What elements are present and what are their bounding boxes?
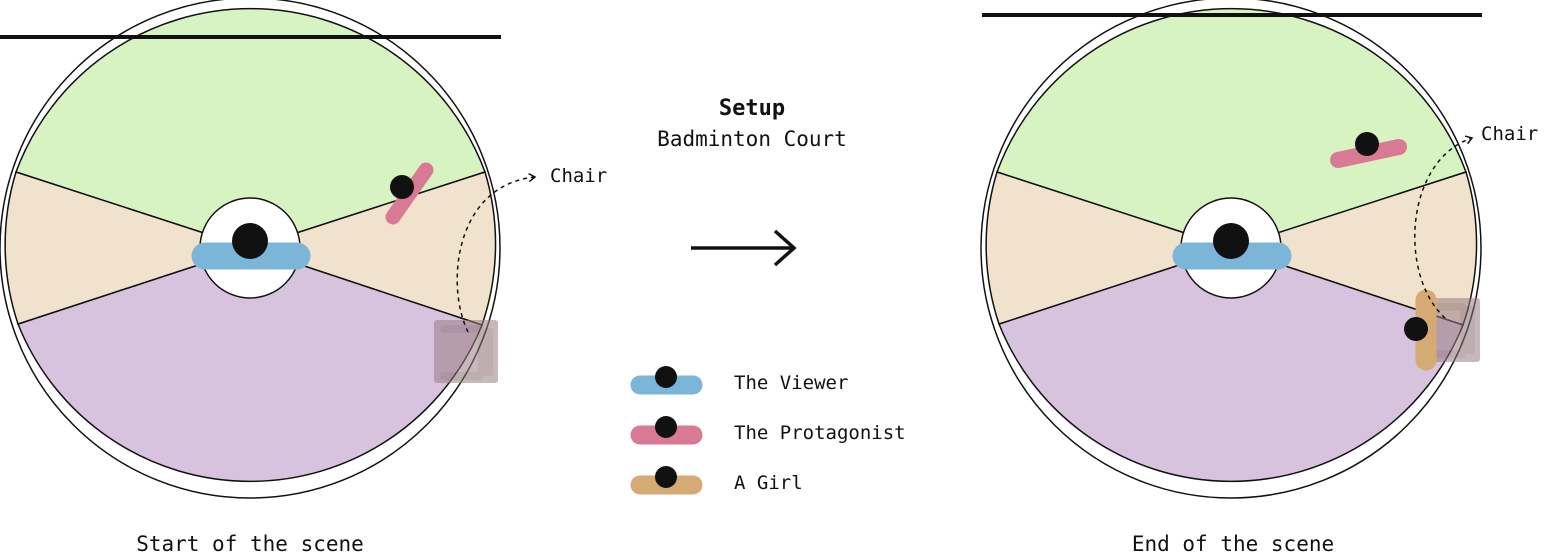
back-view-sector [17, 247, 483, 483]
end-scene-panel: Chair End of the scene [980, 0, 1538, 556]
legend-item-girl: A Girl [630, 466, 803, 495]
setup-subtitle: Badminton Court [657, 127, 847, 151]
setup-section: Setup Badminton Court [657, 96, 847, 151]
right-arrow-icon [691, 229, 797, 267]
view-circle [980, 0, 1482, 499]
viewer-head [232, 223, 268, 259]
viewer-legend-head [655, 366, 677, 388]
legend-item-viewer: The Viewer [630, 366, 848, 395]
legend-label-girl: A Girl [734, 472, 803, 494]
start-scene-panel: Chair Start of the scene [0, 0, 607, 556]
viewer-head [1213, 223, 1249, 259]
girl-legend-head [655, 466, 677, 488]
legend: The Viewer The Protagonist A Girl [630, 366, 906, 495]
view-circle [0, 0, 501, 499]
chair [434, 320, 498, 383]
chair-label: Chair [550, 165, 607, 187]
back-view-sector [998, 247, 1464, 483]
right-side-sector [247, 171, 497, 326]
girl-head [1404, 317, 1428, 341]
protagonist-legend-head [655, 416, 677, 438]
front-view-sector [15, 7, 486, 249]
legend-label-protagonist: The Protagonist [734, 422, 906, 444]
left-side-sector [985, 171, 1234, 325]
legend-label-viewer: The Viewer [734, 372, 848, 394]
chair-pointer-arrow [456, 172, 537, 333]
start-caption: Start of the scene [136, 532, 364, 556]
protagonist-head [390, 175, 414, 199]
protagonist-head [1355, 132, 1379, 156]
legend-item-protagonist: The Protagonist [630, 416, 906, 445]
chair-pointer-arrow [1414, 135, 1474, 319]
front-view-sector [996, 7, 1467, 249]
left-side-sector [4, 171, 253, 325]
setup-title: Setup [719, 96, 785, 121]
chair-label: Chair [1481, 123, 1538, 145]
end-caption: End of the scene [1132, 532, 1334, 556]
